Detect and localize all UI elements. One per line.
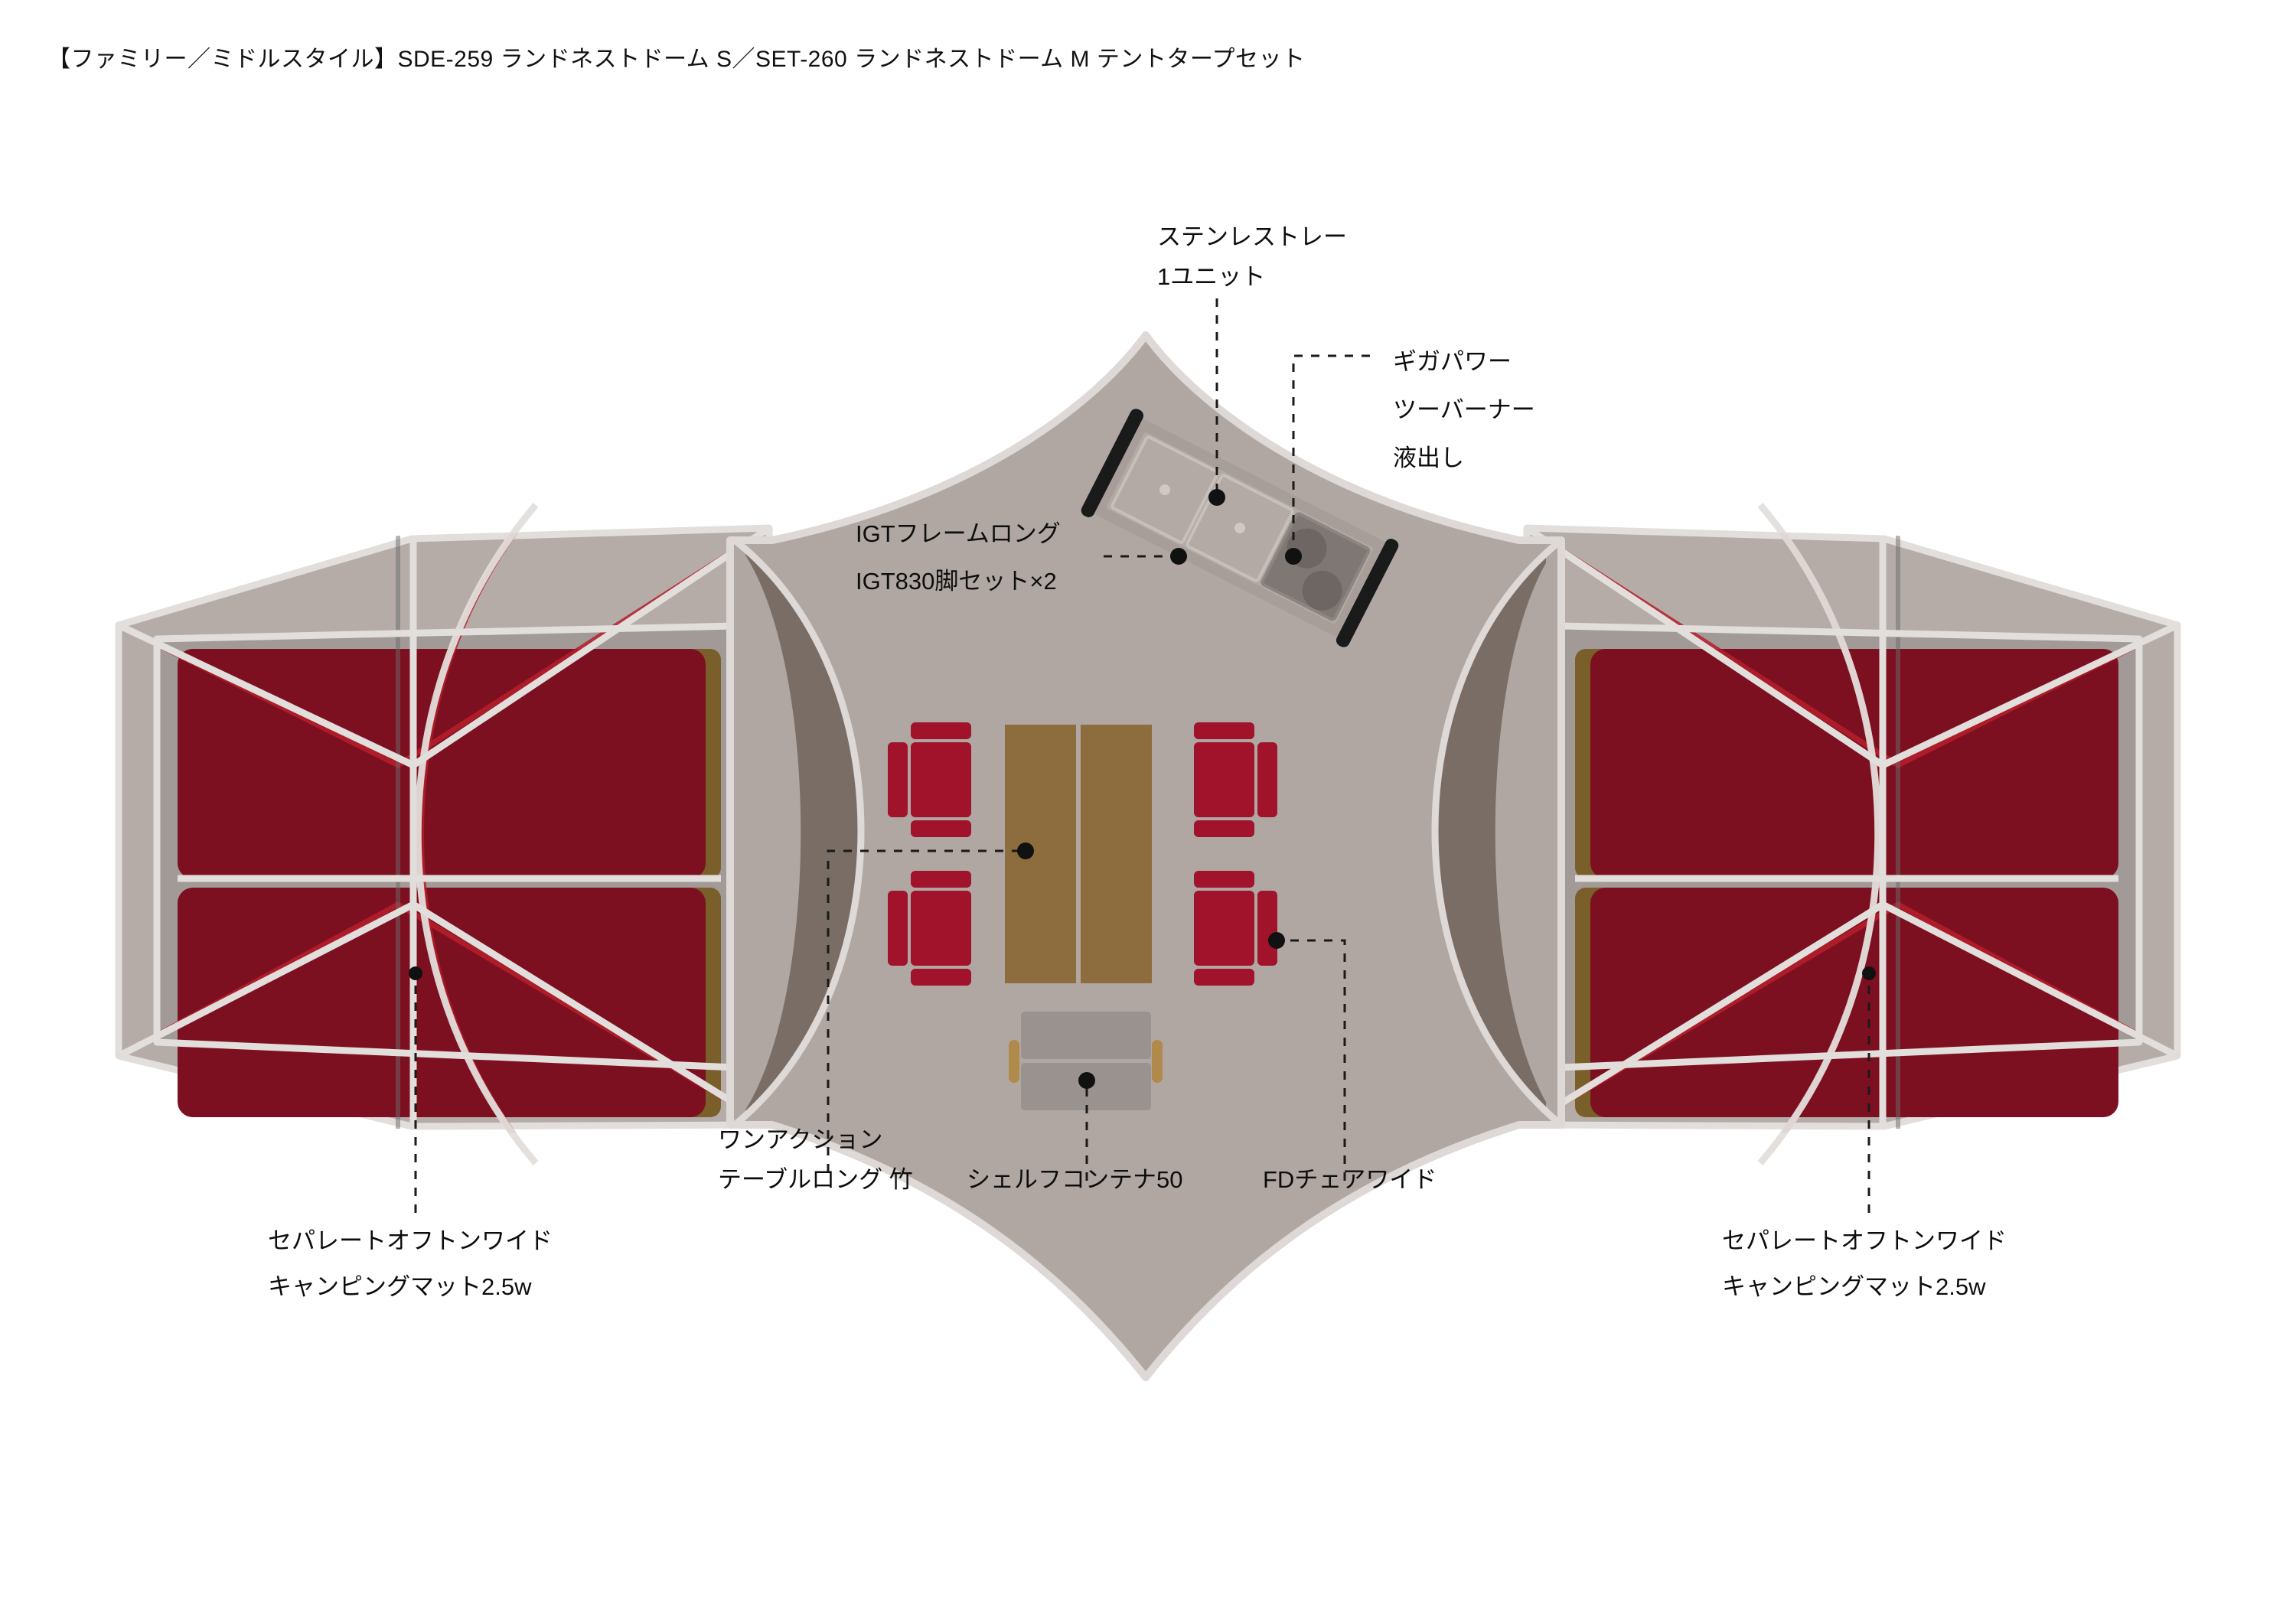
- left-tent-group: [115, 503, 773, 1165]
- right-mat-upper: [1590, 649, 2118, 878]
- tarp-shadow-left: [745, 540, 861, 1125]
- shelf-handle-left: [1009, 1040, 1019, 1083]
- dot-mat-left: [409, 966, 422, 980]
- label-one-action-table-line1: ワンアクション: [718, 1126, 882, 1153]
- dot-igt-frame: [1170, 548, 1187, 565]
- fd-chair-wide-lower-right: [1194, 871, 1277, 986]
- label-one-action-table-line2: テーブルロング 竹: [718, 1166, 913, 1193]
- dot-mat-right: [1862, 966, 1876, 980]
- dot-shelf-container: [1078, 1072, 1095, 1089]
- chair-armrest-bottom: [1194, 969, 1254, 986]
- chair-seat: [911, 742, 971, 817]
- label-mat-left-line2: キャンピングマット2.5w: [268, 1273, 532, 1300]
- dot-gigapower: [1285, 548, 1302, 565]
- leader-fd-chair: [1277, 939, 1346, 1181]
- page-title: 【ファミリー／ミドルスタイル】SDE-259 ランドネストドーム S／SET-2…: [47, 47, 1306, 72]
- chair-armrest-top: [1194, 722, 1254, 739]
- leader-gigapower: [1292, 354, 1370, 556]
- igt-leg-bar-right: [1336, 539, 1399, 647]
- label-fd-chair: FDチェアワイド: [1263, 1166, 1437, 1193]
- label-mat-right-line1: セパレートオフトンワイド: [1722, 1227, 2007, 1254]
- tarp-shadow-group: [745, 540, 1546, 1125]
- stainless-tray-dot-2: [1234, 523, 1245, 533]
- shelf-panel-top: [1021, 1012, 1151, 1059]
- labels-group: ステンレストレー 1ユニット ギガパワー ツーバーナー 液出し IGTフレームロ…: [268, 223, 2007, 1300]
- igt-leg-bar-left: [1081, 409, 1144, 517]
- dot-stainless-tray: [1208, 489, 1225, 506]
- table-panel-left: [1005, 725, 1076, 983]
- chair-armrest-top: [1194, 871, 1254, 888]
- right-tent-arc: [1757, 503, 1882, 1165]
- label-gigapower-line3: 液出し: [1393, 445, 1464, 471]
- tarp-shadow-left-edge: [732, 537, 865, 1128]
- label-shelf-container: シェルフコンテナ50: [967, 1166, 1182, 1193]
- label-igt-frame-line1: IGTフレームロング: [856, 520, 1061, 547]
- chair-backrest: [888, 742, 908, 817]
- dot-fd-chair: [1268, 932, 1285, 949]
- left-tent-seams: [116, 525, 771, 1128]
- dot-one-action-table: [1017, 842, 1034, 859]
- burner-ring-2: [1302, 570, 1342, 611]
- label-gigapower-line1: ギガパワー: [1393, 348, 1512, 375]
- leader-one-action-table: [827, 849, 1026, 1172]
- leader-dots-group: [409, 489, 1876, 1089]
- shelf-handle-right: [1152, 1040, 1163, 1083]
- tarp-shadow-right-edge: [1431, 537, 1564, 1128]
- right-tent-group: [1523, 503, 2181, 1165]
- chair-seat: [911, 891, 971, 966]
- chair-armrest-bottom: [911, 969, 971, 986]
- chair-armrest-top: [911, 871, 971, 888]
- chair-backrest: [1257, 891, 1277, 966]
- chair-backrest: [888, 891, 908, 966]
- fd-chair-wide-lower-left: [888, 871, 971, 986]
- fd-chair-wide-upper-left: [888, 722, 971, 837]
- chair-armrest-bottom: [1194, 820, 1254, 837]
- tarp-shadow-right: [1435, 540, 1546, 1125]
- label-stainless-tray-line2: 1ユニット: [1157, 263, 1265, 290]
- chair-armrest-bottom: [911, 820, 971, 837]
- label-mat-left-line1: セパレートオフトンワイド: [268, 1227, 553, 1254]
- leader-lines-group: [414, 298, 1870, 1213]
- fd-chair-wide-upper-right: [1194, 722, 1277, 837]
- label-igt-frame-line2: IGT830脚セット×2: [856, 568, 1057, 595]
- chair-seat: [1194, 891, 1254, 966]
- label-gigapower-line2: ツーバーナー: [1393, 396, 1535, 423]
- table-panel-right: [1081, 725, 1152, 983]
- label-stainless-tray-line1: ステンレストレー: [1157, 223, 1347, 250]
- left-mat-upper: [178, 649, 706, 878]
- chair-armrest-top: [911, 722, 971, 739]
- label-mat-right-line2: キャンピングマット2.5w: [1722, 1273, 1986, 1300]
- left-tent-arc: [414, 503, 539, 1165]
- one-action-table-long-bamboo: [1005, 725, 1152, 983]
- stainless-tray-dot-1: [1159, 484, 1170, 496]
- center-furniture-group: [888, 722, 1277, 1110]
- chair-backrest: [1257, 742, 1277, 817]
- chair-seat: [1194, 742, 1254, 817]
